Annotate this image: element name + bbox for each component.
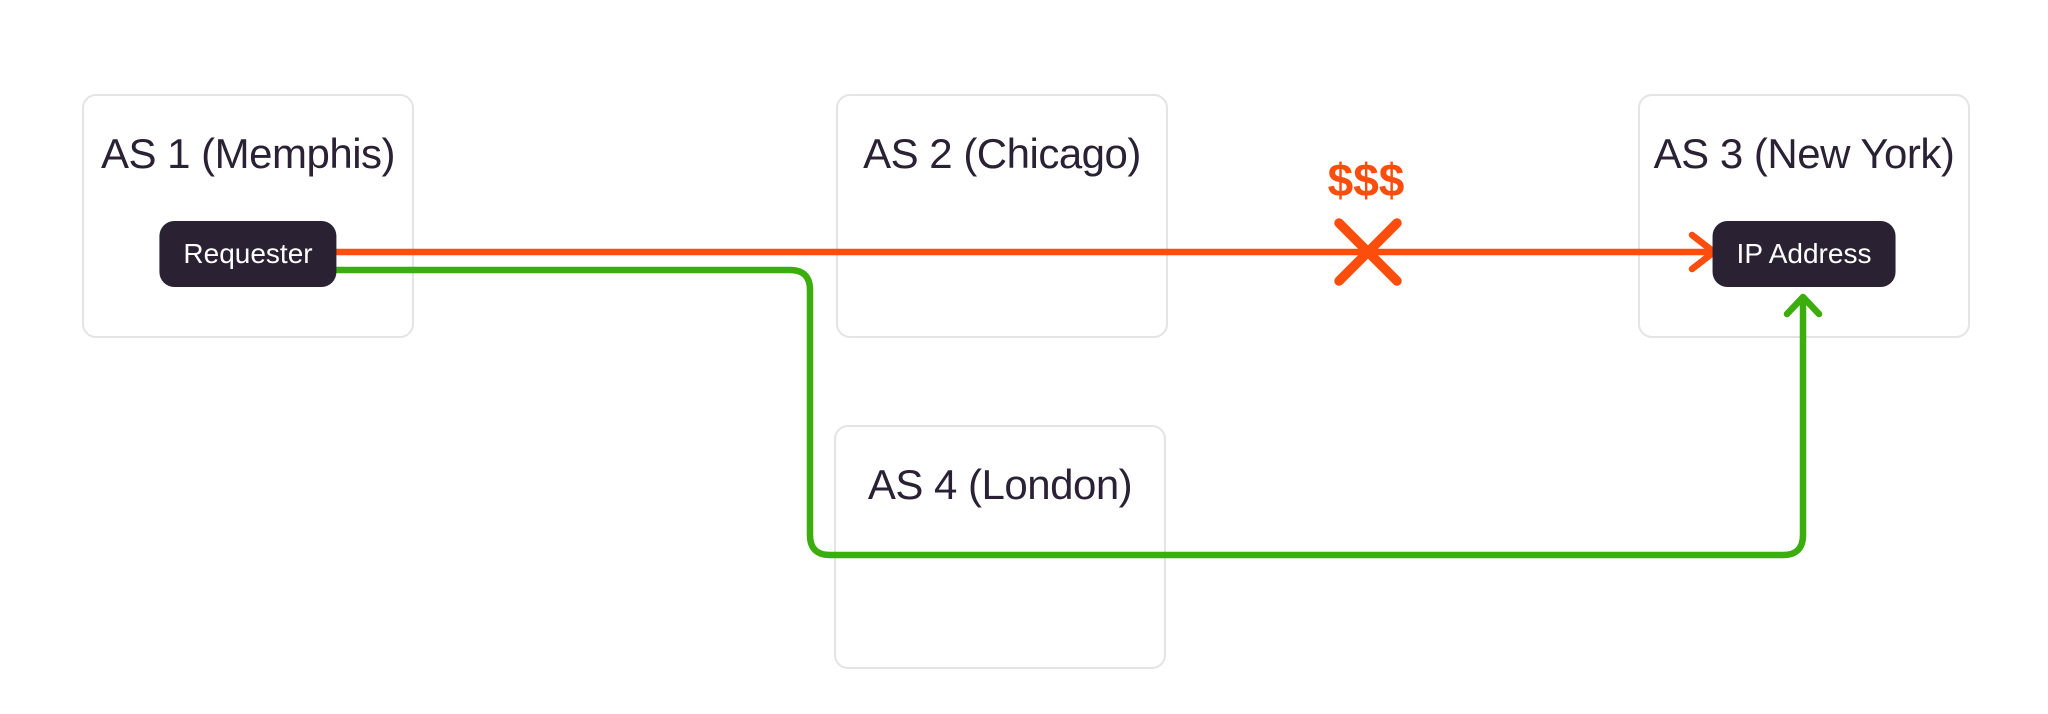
as2-node-label: AS 2 (Chicago) <box>863 130 1141 177</box>
as3-node-label: AS 3 (New York) <box>1653 130 1955 177</box>
cost-label: $$$ <box>1327 154 1405 206</box>
blocked-x-icon <box>1334 218 1402 286</box>
ip-address-badge-label: IP Address <box>1736 238 1872 269</box>
as1-node: AS 1 (Memphis) Requester <box>82 94 414 338</box>
as2-node: AS 2 (Chicago) <box>836 94 1168 338</box>
as3-node: AS 3 (New York) IP Address <box>1638 94 1970 338</box>
requester-badge: Requester <box>159 221 337 287</box>
requester-badge-label: Requester <box>183 238 313 269</box>
as4-node: AS 4 (London) <box>834 425 1166 669</box>
as1-node-label: AS 1 (Memphis) <box>100 130 396 177</box>
ip-address-badge: IP Address <box>1712 221 1896 287</box>
as4-node-label: AS 4 (London) <box>867 461 1133 508</box>
